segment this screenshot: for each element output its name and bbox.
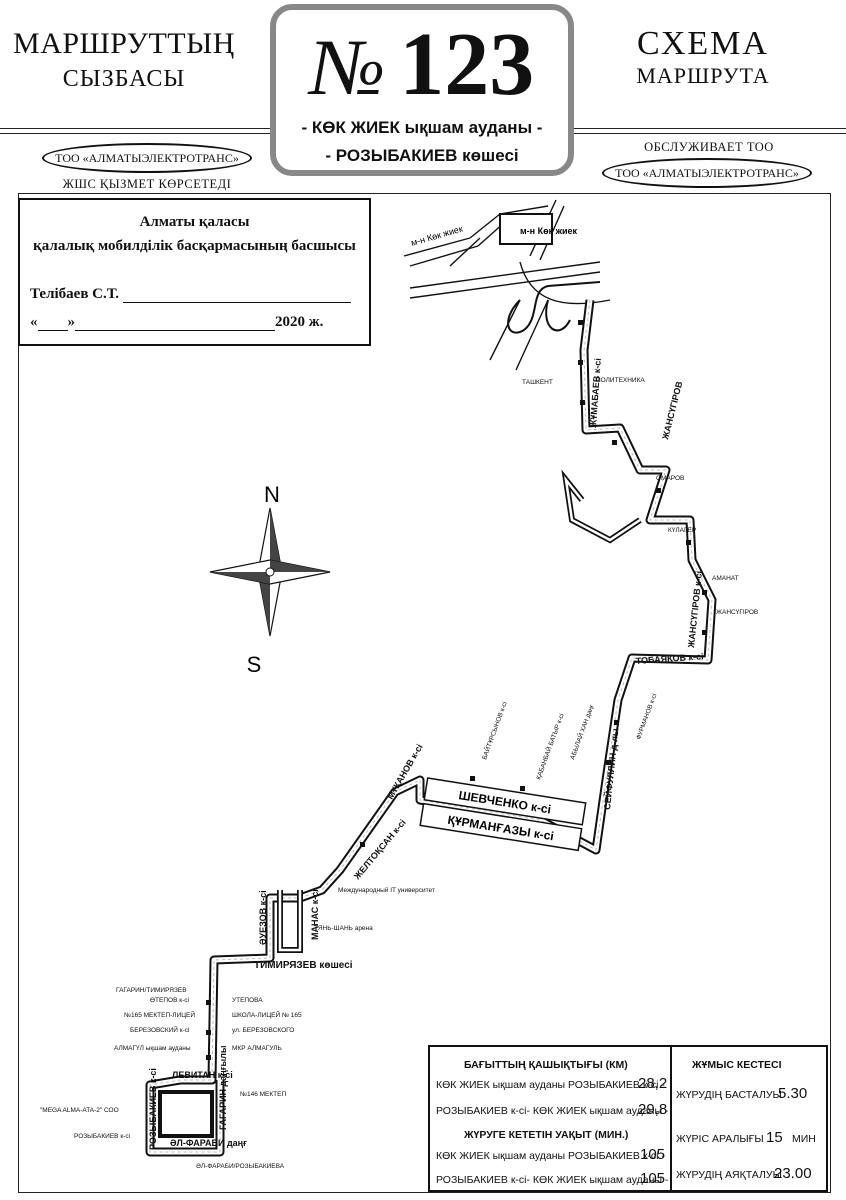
label-mkr-left: м-н Көк жиек [410,224,464,248]
route-from: - КӨК ЖИЕК ықшам ауданы - [301,118,543,137]
stop-intl-it: Международный IT университет [338,886,435,894]
distance-dir1-km: 28,2 [638,1075,668,1092]
distance-dir1: КӨК ЖИЕК ықшам ауданы РОЗЫБАКИЕВ к-сі - [436,1079,665,1091]
title-ru-line2: МАРШРУТА [636,63,770,88]
stop-tashkent: ТАШКЕНТ [522,379,553,386]
label-zhumabaev: ЖҰМАБАЕВ к-сі [588,358,603,429]
compass-north: N [264,482,280,507]
stop-utepov-ru: УТЕПОВА [232,997,263,1004]
label-manas: МАНАС к-сі [310,889,320,940]
approval-city: Алматы қаласы [139,214,250,230]
info-divider [670,1047,672,1190]
stop-berezovsky-ru: ул. БЕРЕЗОВСКОГО [232,1027,294,1034]
date-close-quote: » [67,314,76,330]
schedule-interval-value: 15 [766,1129,783,1146]
approval-date: « » 2020 ж. [30,314,323,331]
stop-abylai: АБЫЛАЙ ХАН даңғ [567,703,596,761]
stop-tien-shan: ТЯНЬ-ШАНЬ арена [314,925,373,932]
compass-rose [209,507,331,637]
label-zhansugurov-north: ЖАНСҮГІРОВ [660,380,684,442]
number-sign: № [309,24,386,112]
compass-south: S [247,652,262,677]
label-timiryazev: ТИМИРЯЗЕВ көшесі [254,960,353,971]
approval-year: 2020 ж. [275,314,324,330]
stop-farabi-rozybakiev: ӘЛ-ФАРАБИ/РОЗЫБАКИЕВА [196,1163,285,1170]
stop-amanat: АМАНАТ [712,575,739,582]
stop-lyceum-ru: ШКОЛА-ЛИЦЕЙ № 165 [232,1010,302,1019]
signature-line [123,288,352,303]
schedule-end-value: 23.00 [774,1165,812,1182]
title-ru-line1: СХЕМА [637,25,769,62]
kok-zhiek-loop [499,213,601,334]
stop-gagarin-timiryazev: ГАГАРИН/ТИМИРЯЗЕВ [116,987,187,994]
stop-utepov-kz: ӨТЕПОВ к-сі [150,996,189,1004]
stop-baitursynov: БАЙТҰРСЫНОВ к-сі [479,700,508,760]
stop-rozybakiev: РОЗЫБАКИЕВ к-сі [74,1132,130,1140]
stop-almagul-ru: МКР АЛМАГУЛЬ [232,1045,282,1052]
label-al-farabi: ӘЛ-ФАРАБИ даңғ [170,1138,247,1148]
schedule-start-label: ЖҮРУДІҢ БАСТАЛУЫ [676,1089,782,1101]
map-frame [18,193,831,1193]
route-number-value: 123 [399,15,535,114]
schedule-end-label: ЖҮРУДІҢ АЯҚТАЛУЫ [676,1169,782,1181]
stop-politech: ПОЛИТЕХНИКА [596,377,645,384]
approval-official: Телібаев С.Т. [30,286,352,303]
distance-dir2: РОЗЫБАКИЕВ к-сі- КӨК ЖИЕК ықшам ауданы - [436,1105,669,1117]
stop-school-146: №146 МЕКТЕП [240,1091,286,1098]
operator-caption-ru: ОБСЛУЖИВАЕТ ТОО [644,140,774,154]
stop-lyceum-kz: №165 МЕКТЕП-ЛИЦЕЙ [124,1010,195,1019]
approval-official-name: Телібаев С.Т. [30,286,120,302]
label-auezov: ӘУЕЗОВ к-сі [258,890,268,945]
operator-caption-kz: ЖШС ҚЫЗМЕТ КӨРСЕТЕДІ [62,177,232,191]
date-open-quote: « [30,314,38,330]
operator-oval-kz: ТОО «АЛМАТЫЭЛЕКТРОТРАНС» [42,143,252,173]
stop-omarov: ОМАРОВ [656,475,684,482]
time-dir1-min: 105 [640,1146,666,1163]
approval-department: қалалық мобилділік басқармасының басшысы [33,238,356,254]
stop-mega: "MEGA ALMA-ATA-2" СОО [40,1107,119,1114]
label-zhansugurov: ЖАНСҮГІРОВ к-сі [686,570,704,649]
stop-almagul-kz: АЛМАГҮЛ ықшам ауданы [114,1045,191,1052]
approval-box: Алматы қаласы қалалық мобилділік басқарм… [18,198,371,346]
label-rozybakiev: РОЗЫБАКИЕВ к-сі [148,1068,158,1150]
time-dir2-min: 105 [640,1170,666,1187]
schedule-interval-label: ЖҮРІС АРАЛЫҒЫ [676,1133,764,1145]
label-levitan: ЛЕВИТАН к-сі [172,1070,233,1080]
stop-kabanbai: ҚАБАНБАЙ БАТЫР к-сі [533,712,565,781]
title-kz-line2: СЫЗБАСЫ [62,66,186,92]
stop-dzhansugur: ЖАНСҮГІРОВ [716,609,758,616]
date-month-line [75,316,275,331]
stop-kulager: КҮЛАГЕР [668,527,696,534]
schedule-title: ЖҰМЫС КЕСТЕСІ [692,1059,782,1071]
shevchenko-block: ШЕВЧЕНКО к-сі ҚҰРМАНҒАЗЫ к-сі [419,777,587,852]
time-dir2: РОЗЫБАКИЕВ к-сі- КӨК ЖИЕК ықшам ауданы - [436,1174,669,1186]
operator-oval-ru: ТОО «АЛМАТЫЭЛЕКТРОТРАНС» [602,158,812,188]
route-path [145,299,717,1157]
route-info-table: БАҒЫТТЫҢ ҚАШЫҚТЫҒЫ (КМ) КӨК ЖИЕК ықшам а… [428,1045,828,1192]
route-to: - РОЗЫБАКИЕВ көшесі [325,146,519,165]
stop-berezovsky-kz: БЕРЕЗОВСКИЙ к-сі [130,1025,190,1034]
time-title: ЖҮРУГЕ КЕТЕТІН УАҚЫТ (МИН.) [464,1129,629,1141]
distance-title: БАҒЫТТЫҢ ҚАШЫҚТЫҒЫ (КМ) [464,1059,628,1071]
schedule-start-value: 5.30 [778,1085,808,1102]
title-kz-line1: МАРШРУТТЫҢ [13,27,235,60]
schedule-interval-unit: мин [792,1133,816,1145]
time-dir1: КӨК ЖИЕК ықшам ауданы РОЗЫБАКИЕВ к-сі - [436,1150,665,1162]
distance-dir2-km: 29,8 [638,1101,668,1118]
stop-markers [206,320,707,1060]
label-mkr-box: м-н Көк жиек [520,226,578,236]
label-gagarin: ГАГАРИН даңғылы [218,1045,228,1130]
label-tobayakov: ТОБАЯҚОВ к-сі [635,651,703,666]
stop-furmanov: ФУРМАНОВ к-сі [634,692,658,740]
date-day-line [37,316,68,331]
